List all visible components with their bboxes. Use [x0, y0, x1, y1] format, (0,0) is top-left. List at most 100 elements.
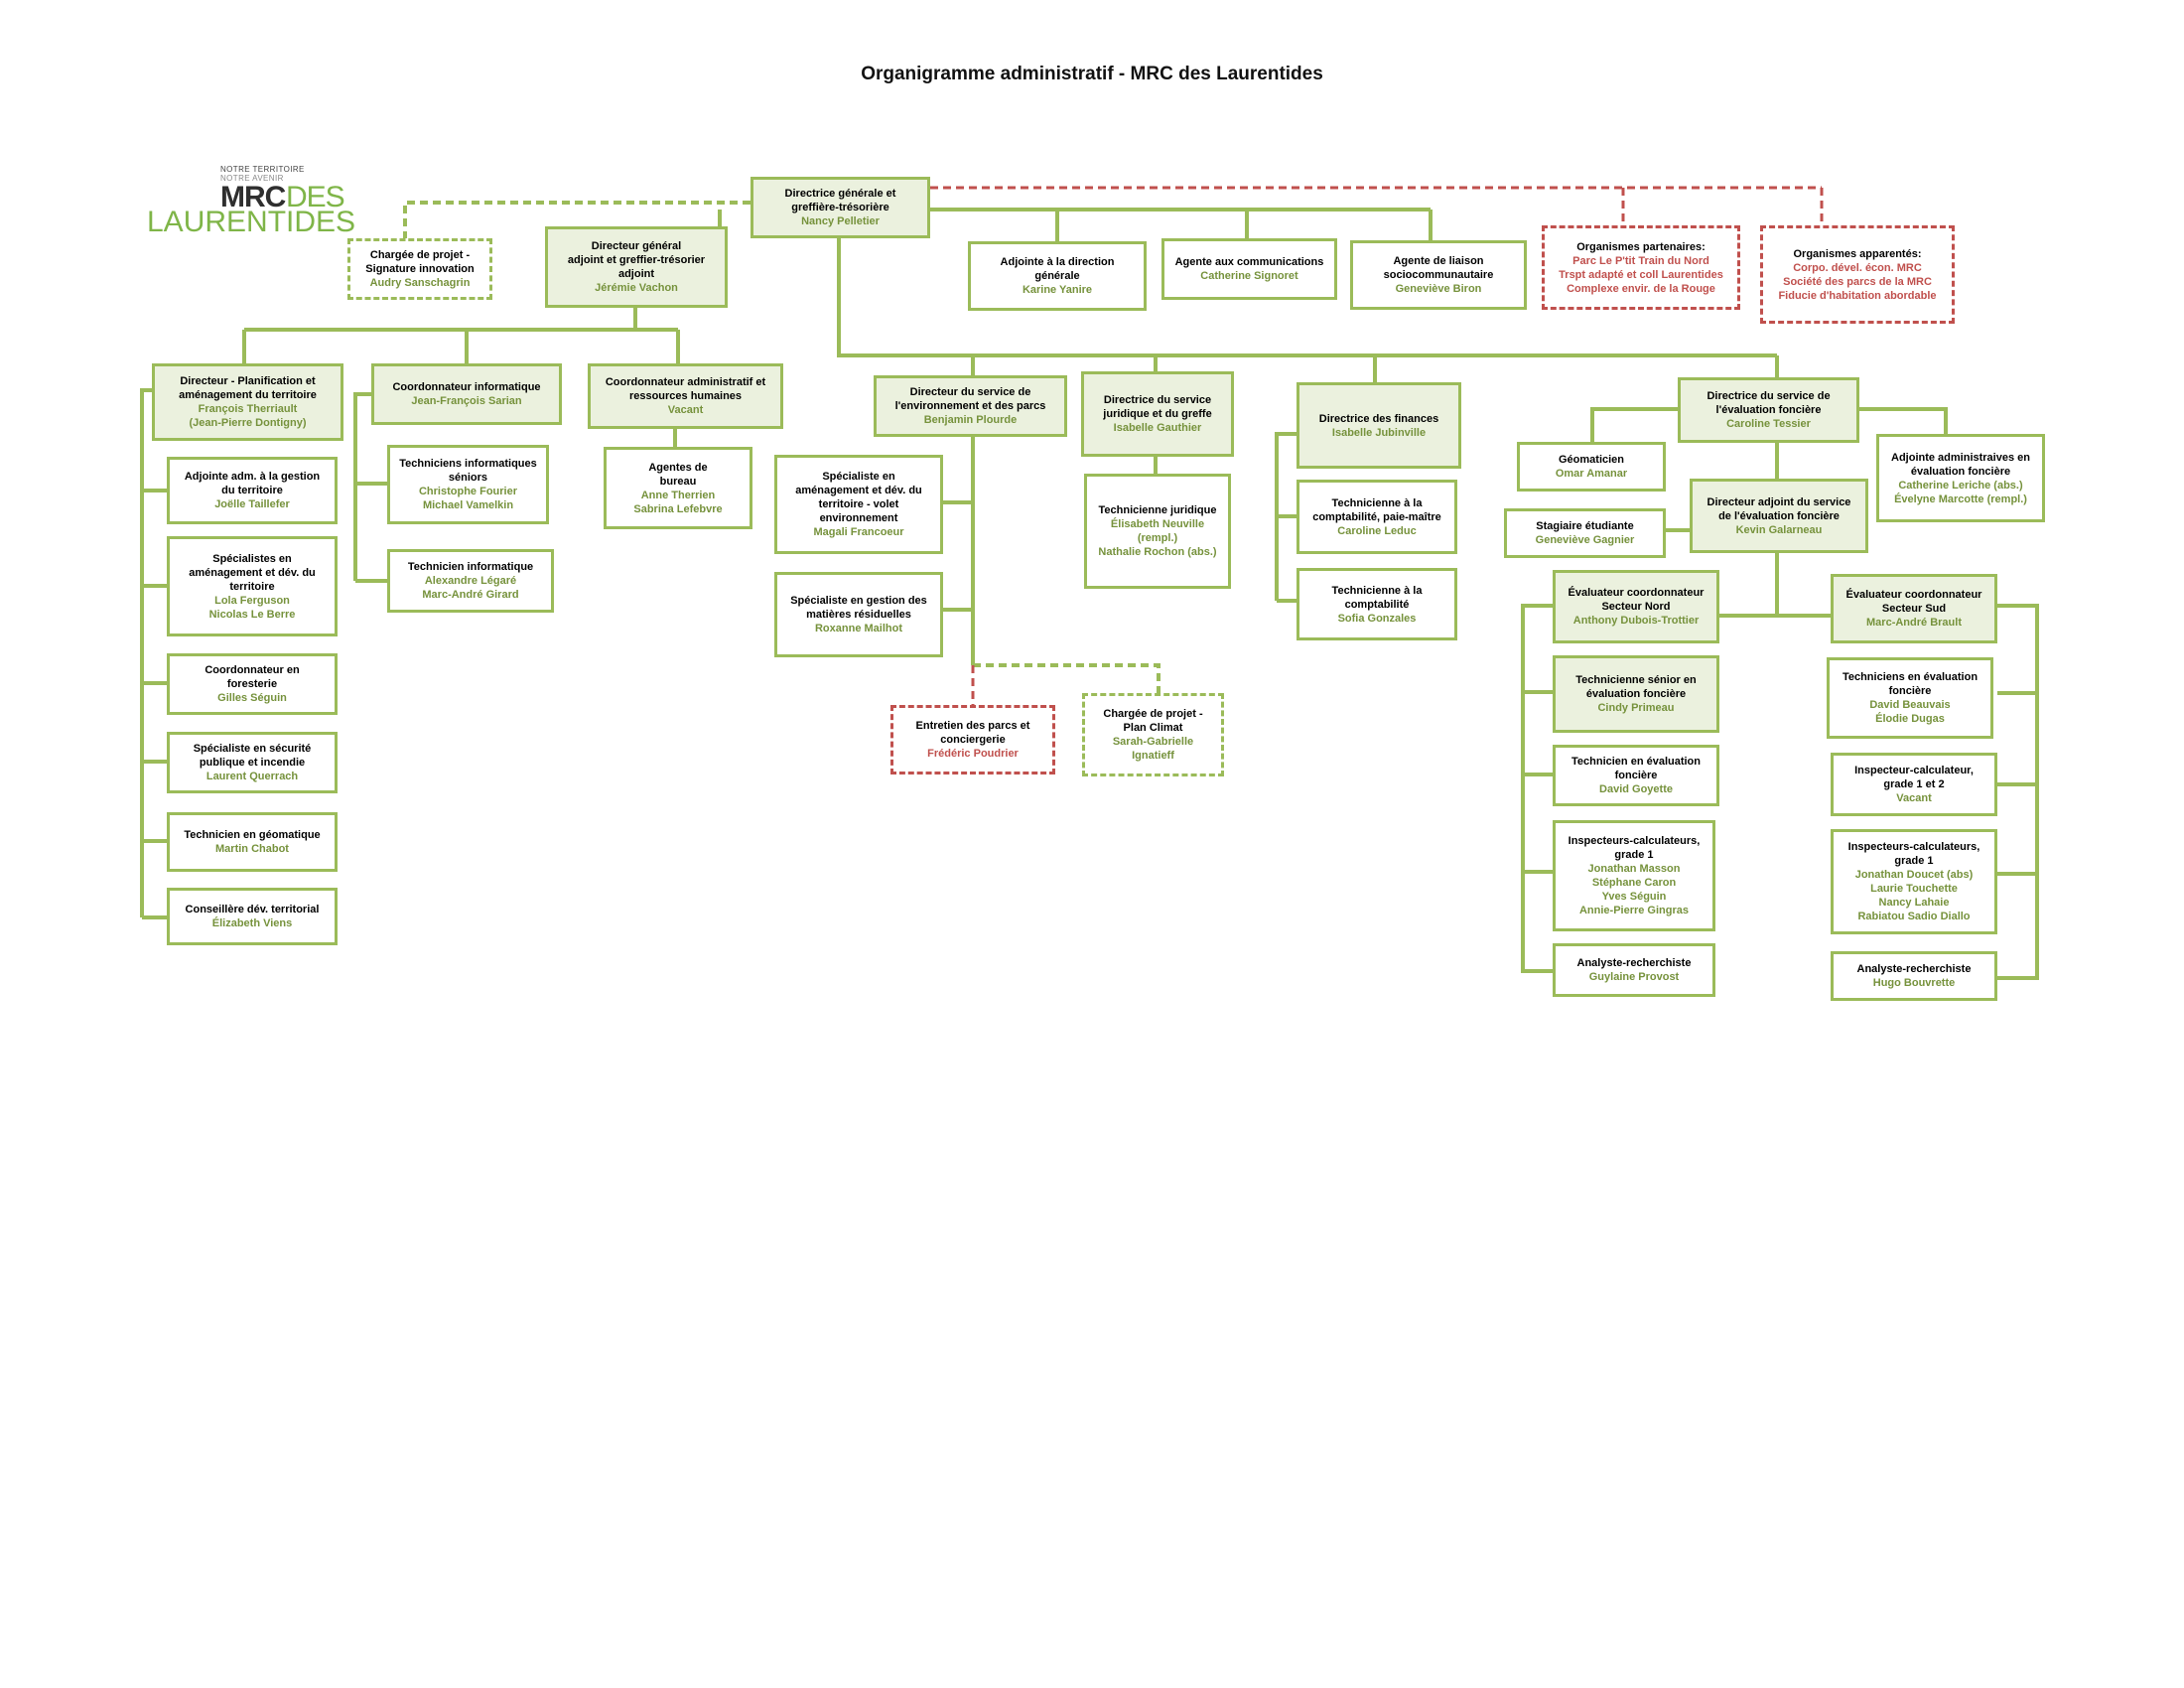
- person-name: Nancy Pelletier: [801, 215, 880, 227]
- person-name: Cindy Primeau: [1597, 702, 1675, 714]
- connector-adj-eval: [1859, 407, 1948, 434]
- person-name: Stéphane Caron: [1591, 877, 1677, 889]
- person-name: Laurent Querrach: [205, 771, 299, 782]
- person-name: Hugo Bouvrette: [1872, 977, 1956, 989]
- role-title-line: l'évaluation foncière: [1715, 404, 1822, 416]
- role-title-line: Évaluateur coordonnateur: [1845, 589, 1982, 601]
- person-name: Anne Therrien: [640, 489, 716, 501]
- role-title-line: publique et incendie: [199, 757, 306, 769]
- role-title-line: Signature innovation: [365, 263, 475, 275]
- box-organismes-partenaires: Organismes partenaires:Parc Le P'tit Tra…: [1542, 225, 1740, 310]
- dashed-green-connectors: [403, 201, 1160, 693]
- role-title-line: évaluation foncière: [1585, 688, 1687, 700]
- logo-word-mrc: MRC: [220, 181, 286, 213]
- role-title-line: Agente de liaison: [1393, 255, 1484, 267]
- role-title-line: Conseillère dév. territorial: [185, 904, 320, 915]
- role-title-line: générale: [1034, 270, 1080, 282]
- role-title-line: séniors: [448, 472, 488, 484]
- role-title-line: adjoint: [617, 268, 655, 280]
- person-name: Marc-André Girard: [422, 589, 519, 601]
- role-title-line: Techniciens informatiques: [399, 458, 537, 470]
- role-title-line: bureau: [659, 475, 697, 488]
- role-title-line: Secteur Nord: [1601, 601, 1671, 613]
- person-name: Vacant: [1896, 792, 1932, 804]
- person-name: Complexe envir. de la Rouge: [1567, 282, 1715, 295]
- role-title-line: Analyste-recherchiste: [1576, 957, 1692, 969]
- person-name: Benjamin Plourde: [923, 414, 1018, 426]
- person-name: Sabrina Lefebvre: [633, 502, 723, 515]
- person-name: Geneviève Biron: [1395, 283, 1482, 295]
- person-name: Alexandre Légaré: [424, 575, 517, 587]
- person-name: Évelyne Marcotte (rempl.): [1894, 492, 2027, 505]
- role-title-line: Agentes de: [648, 461, 708, 474]
- role-title-line: Directeur adjoint du service: [1706, 495, 1851, 508]
- role-title-line: Inspecteur-calculateur,: [1854, 765, 1974, 776]
- person-name: Sofia Gonzales: [1337, 612, 1417, 625]
- person-name: Fiducie d'habitation abordable: [1778, 289, 1937, 302]
- role-title-line: grade 1: [1614, 849, 1654, 861]
- person-name: Audry Sanschagrin: [369, 277, 471, 289]
- person-name: Marc-André Brault: [1866, 617, 1962, 629]
- role-title-line: Inspecteurs-calculateurs,: [1847, 841, 1980, 853]
- person-name: Caroline Leduc: [1337, 524, 1417, 537]
- role-title-line: Techniciens en évaluation: [1842, 671, 1979, 683]
- person-name: Guylaine Provost: [1588, 971, 1680, 983]
- box-technicienne-senior-evaluation: Technicienne sénior en évaluation foncièr…: [1553, 655, 1719, 733]
- role-title-line: Directrice du service de: [1706, 390, 1831, 402]
- person-name: (rempl.): [1137, 532, 1178, 544]
- person-name: David Beauvais: [1869, 699, 1951, 711]
- person-name: Nathalie Rochon (abs.): [1098, 546, 1217, 558]
- role-title-line: Géomaticien: [1558, 454, 1625, 466]
- person-name: Catherine Signoret: [1200, 270, 1298, 282]
- connector-info-spine: [353, 392, 371, 581]
- role-title-line: foresterie: [226, 678, 278, 690]
- person-name: François Therriault: [198, 403, 298, 415]
- role-title-line: Entretien des parcs et: [915, 720, 1030, 732]
- role-title-line: juridique et du greffe: [1103, 408, 1212, 420]
- role-title-line: Technicienne à la: [1331, 584, 1423, 597]
- person-name: Geneviève Gagnier: [1535, 534, 1635, 546]
- role-title-line: foncière: [1614, 770, 1658, 781]
- person-name: Christophe Fourier: [418, 486, 517, 497]
- person-name: Anthony Dubois-Trottier: [1572, 615, 1700, 627]
- person-name: Jean-François Sarian: [411, 395, 522, 407]
- connector-dg-services: [837, 238, 1777, 357]
- role-title-line: Technicienne sénior en: [1575, 674, 1697, 686]
- chart-title: Organigramme administratif - MRC des Lau…: [861, 64, 1323, 84]
- person-name: Jonathan Doucet (abs): [1854, 869, 1974, 881]
- person-name: Isabelle Gauthier: [1113, 422, 1202, 434]
- role-title-line: Agente aux communications: [1174, 256, 1324, 268]
- person-name: Omar Amanar: [1555, 468, 1628, 480]
- person-name: Nicolas Le Berre: [208, 608, 296, 621]
- person-name: Isabelle Jubinville: [1331, 426, 1427, 439]
- role-title-line: Chargée de projet -: [1103, 708, 1203, 720]
- role-title-line: Directrice des finances: [1318, 412, 1439, 425]
- role-title-line: Directrice générale et: [784, 188, 896, 200]
- person-name: Nancy Lahaie: [1878, 897, 1950, 909]
- person-name: Magali Francoeur: [813, 526, 904, 538]
- person-name: Karine Yanire: [1022, 284, 1093, 296]
- connector-cp-climat: [973, 663, 1160, 693]
- role-title-line: comptabilité, paie-maître: [1312, 510, 1441, 523]
- role-title-line: Technicien en évaluation: [1571, 756, 1701, 768]
- person-name: Élodie Dugas: [1875, 713, 1945, 725]
